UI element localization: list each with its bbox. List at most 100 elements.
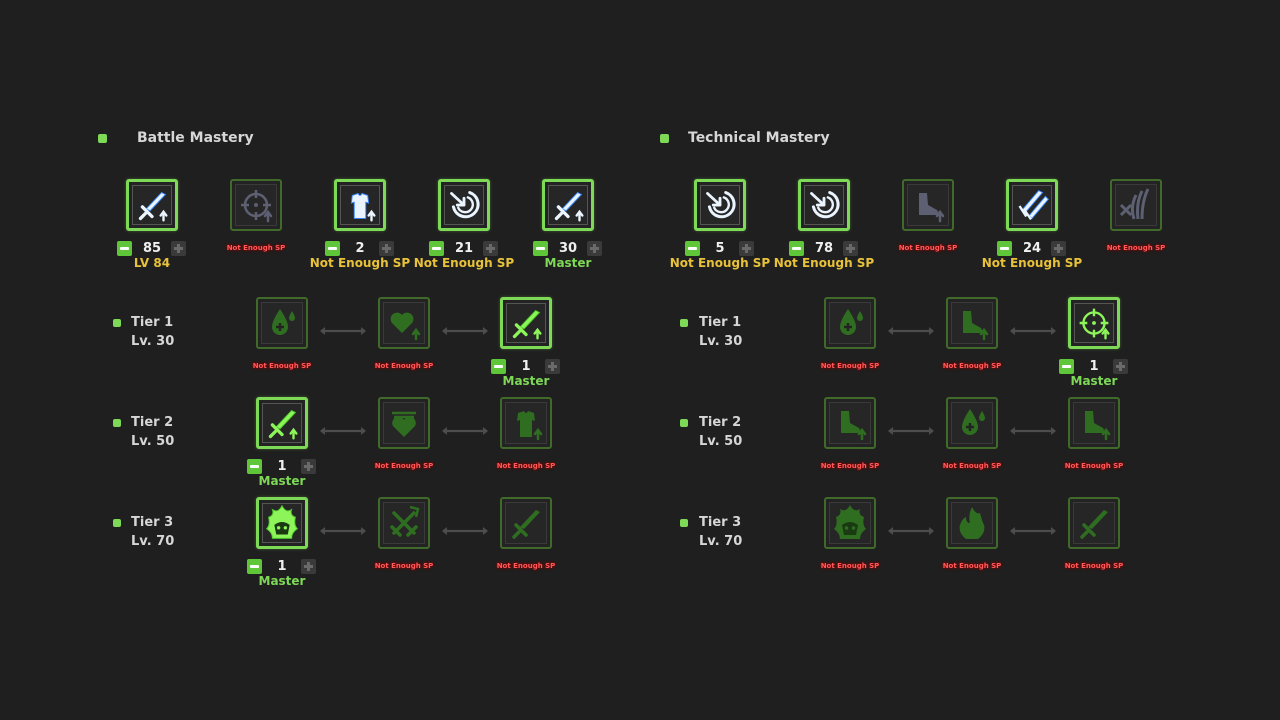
heart-up-icon (380, 299, 428, 347)
sword-up-icon (259, 400, 305, 446)
skill-slot[interactable] (542, 179, 594, 231)
double-arrow-icon (886, 326, 936, 336)
double-arrow-icon (1008, 526, 1058, 536)
skill-level-value: 5 (715, 241, 725, 256)
blood-drop-icon (258, 299, 306, 347)
minus-button[interactable] (685, 241, 700, 256)
minus-button[interactable] (247, 459, 262, 474)
minus-button[interactable] (429, 241, 444, 256)
skill-level-value: 21 (454, 241, 474, 256)
skill-slot[interactable] (500, 397, 552, 449)
plus-button[interactable] (1113, 359, 1128, 374)
tier-bullet-icon (680, 319, 688, 327)
minus-button[interactable] (117, 241, 132, 256)
minus-button[interactable] (325, 241, 340, 256)
minus-button[interactable] (997, 241, 1012, 256)
plus-button[interactable] (545, 359, 560, 374)
plus-button[interactable] (1051, 241, 1066, 256)
skill-status: Not Enough SP (1106, 244, 1166, 252)
double-arrow-icon (1008, 326, 1058, 336)
plus-button[interactable] (587, 241, 602, 256)
skill-status: Not Enough SP (981, 256, 1083, 270)
minus-button[interactable] (491, 359, 506, 374)
skill-slot[interactable] (1068, 297, 1120, 349)
tier-bullet-icon (680, 419, 688, 427)
skill-slot[interactable] (256, 397, 308, 449)
skill-slot[interactable] (230, 179, 282, 231)
double-arrow-icon (1008, 426, 1058, 436)
double-arrow-icon (440, 426, 490, 436)
skill-level-value: 24 (1022, 241, 1042, 256)
skill-status: Not Enough SP (820, 462, 880, 470)
skill-slot[interactable] (694, 179, 746, 231)
double-arrow-icon (318, 426, 368, 436)
plus-button[interactable] (379, 241, 394, 256)
plus-button[interactable] (301, 459, 316, 474)
crosshair-up-icon (232, 181, 280, 229)
skill-status: Not Enough SP (942, 462, 1002, 470)
sword-up-icon (545, 182, 591, 228)
skill-status: LV 84 (133, 256, 171, 270)
skill-slot[interactable] (798, 179, 850, 231)
tier-level: Lv. 70 (131, 534, 175, 549)
plus-button[interactable] (739, 241, 754, 256)
section-bullet-icon (660, 134, 669, 143)
skill-status: Not Enough SP (898, 244, 958, 252)
blood-drop-icon (948, 399, 996, 447)
skill-slot[interactable] (500, 297, 552, 349)
double-arrow-icon (440, 326, 490, 336)
skill-status: Not Enough SP (942, 362, 1002, 370)
sword-up-icon (129, 182, 175, 228)
tier-name: Tier 2 (131, 415, 174, 430)
minus-button[interactable] (789, 241, 804, 256)
skill-level-value: 1 (277, 559, 287, 574)
skill-status: Not Enough SP (820, 362, 880, 370)
skill-slot[interactable] (256, 297, 308, 349)
minus-button[interactable] (533, 241, 548, 256)
double-arrow-icon (886, 526, 936, 536)
tier-name: Tier 3 (699, 515, 742, 530)
skill-status: Not Enough SP (773, 256, 875, 270)
skill-status: Not Enough SP (820, 562, 880, 570)
skill-slot[interactable] (946, 397, 998, 449)
boot-up-icon (1070, 399, 1118, 447)
skill-slot[interactable] (1110, 179, 1162, 231)
skill-slot[interactable] (902, 179, 954, 231)
tier-name: Tier 1 (131, 315, 174, 330)
skill-slot[interactable] (824, 497, 876, 549)
skill-level-value: 1 (521, 359, 531, 374)
skill-slot[interactable] (378, 397, 430, 449)
skill-slot[interactable] (824, 297, 876, 349)
plus-button[interactable] (171, 241, 186, 256)
sword-up-icon (503, 300, 549, 346)
minus-button[interactable] (1059, 359, 1074, 374)
skill-slot[interactable] (334, 179, 386, 231)
skill-slot[interactable] (946, 297, 998, 349)
skill-slot[interactable] (378, 297, 430, 349)
skill-status: Not Enough SP (374, 562, 434, 570)
skill-slot[interactable] (824, 397, 876, 449)
minus-button[interactable] (247, 559, 262, 574)
skill-status: Not Enough SP (669, 256, 771, 270)
skill-slot[interactable] (438, 179, 490, 231)
tier-name: Tier 3 (131, 515, 174, 530)
skill-slot[interactable] (946, 497, 998, 549)
skill-status: Not Enough SP (309, 256, 411, 270)
skill-slot[interactable] (1068, 397, 1120, 449)
flame-face-icon (826, 499, 874, 547)
plus-button[interactable] (483, 241, 498, 256)
skill-level-value: 30 (558, 241, 578, 256)
skill-slot[interactable] (500, 497, 552, 549)
skill-slot[interactable] (1006, 179, 1058, 231)
plus-button[interactable] (843, 241, 858, 256)
skill-slot[interactable] (1068, 497, 1120, 549)
skill-slot[interactable] (378, 497, 430, 549)
plus-button[interactable] (301, 559, 316, 574)
shield-swirl-icon (697, 182, 743, 228)
armor-up-icon (502, 399, 550, 447)
sword-icon (502, 499, 550, 547)
skill-slot[interactable] (256, 497, 308, 549)
section-title: Technical Mastery (688, 130, 830, 146)
skill-status: Not Enough SP (252, 362, 312, 370)
skill-slot[interactable] (126, 179, 178, 231)
